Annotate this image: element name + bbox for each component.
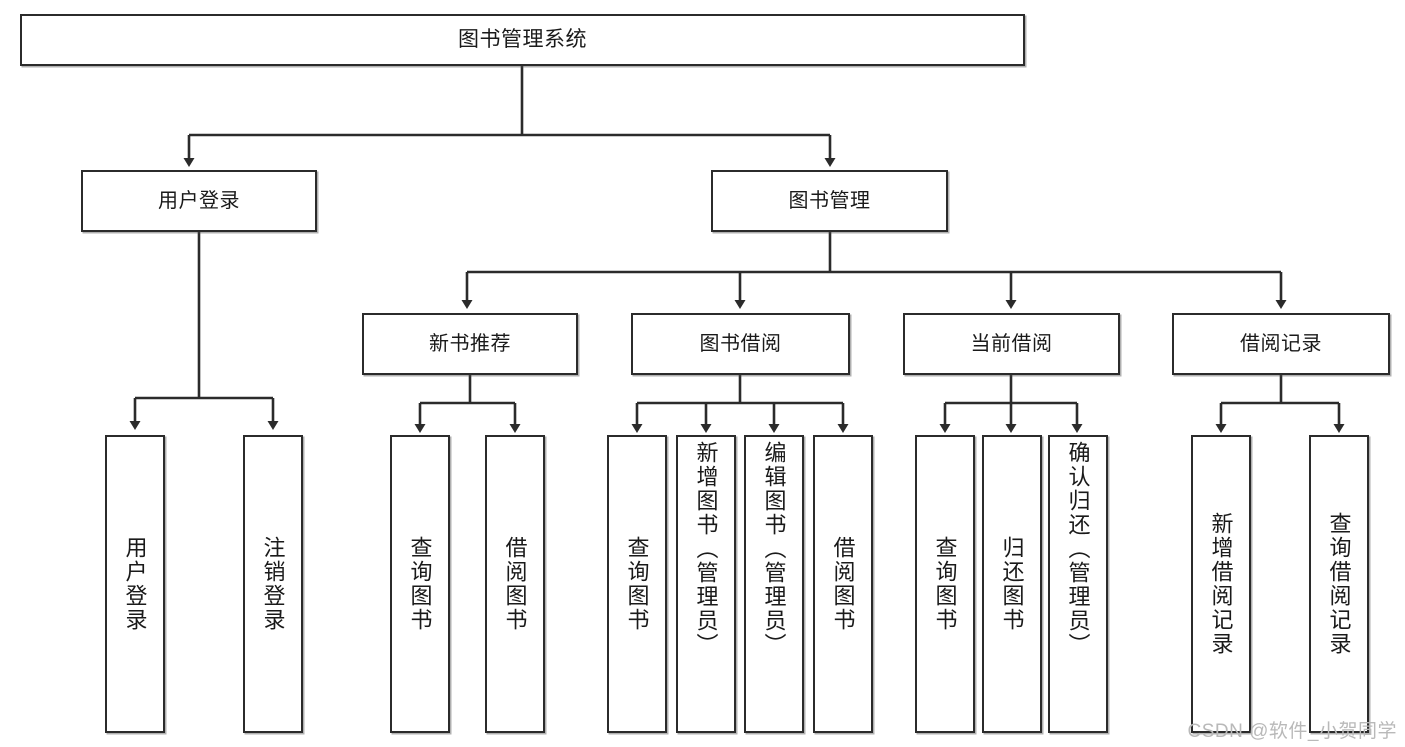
- node-label: 新增图书（管理员）: [693, 441, 719, 657]
- node-label: 借阅记录: [1240, 332, 1322, 355]
- node-label: 借阅图书: [830, 536, 856, 632]
- node-leaf-rec-query-book[interactable]: 查询图书: [390, 435, 450, 733]
- node-leaf-user-logout[interactable]: 注销登录: [243, 435, 303, 733]
- node-book-manage[interactable]: 图书管理: [711, 170, 948, 232]
- node-leaf-cur-confirm-return[interactable]: 确认归还（管理员）: [1048, 435, 1108, 733]
- node-new-book-recommend[interactable]: 新书推荐: [362, 313, 578, 375]
- node-leaf-user-login[interactable]: 用户登录: [105, 435, 165, 733]
- node-leaf-record-add[interactable]: 新增借阅记录: [1191, 435, 1251, 733]
- node-label: 确认归还（管理员）: [1065, 441, 1091, 657]
- node-label: 注销登录: [260, 536, 286, 632]
- node-label: 归还图书: [999, 536, 1025, 632]
- node-leaf-record-query[interactable]: 查询借阅记录: [1309, 435, 1369, 733]
- node-label: 查询图书: [407, 536, 433, 632]
- node-book-borrow[interactable]: 图书借阅: [631, 313, 850, 375]
- node-label: 图书管理系统: [458, 27, 587, 51]
- node-label: 借阅图书: [502, 536, 528, 632]
- node-leaf-borrow-borrow-book[interactable]: 借阅图书: [813, 435, 873, 733]
- node-label: 查询图书: [932, 536, 958, 632]
- node-label: 图书管理: [788, 189, 871, 212]
- node-label: 新书推荐: [429, 332, 511, 355]
- node-leaf-cur-return-book[interactable]: 归还图书: [982, 435, 1042, 733]
- node-current-borrow[interactable]: 当前借阅: [903, 313, 1120, 375]
- node-label: 查询图书: [624, 536, 650, 632]
- node-leaf-cur-query-book[interactable]: 查询图书: [915, 435, 975, 733]
- node-label: 图书借阅: [699, 332, 782, 355]
- node-label: 用户登录: [158, 189, 240, 212]
- node-leaf-borrow-query-book[interactable]: 查询图书: [607, 435, 667, 733]
- watermark-text: CSDN @软件_小贺同学: [1187, 721, 1397, 742]
- node-label: 用户登录: [122, 536, 148, 632]
- node-label: 当前借阅: [970, 332, 1053, 355]
- node-label: 编辑图书（管理员）: [761, 441, 787, 657]
- node-root-book-management-system[interactable]: 图书管理系统: [20, 14, 1025, 66]
- node-leaf-borrow-edit-book[interactable]: 编辑图书（管理员）: [744, 435, 804, 733]
- node-leaf-borrow-add-book[interactable]: 新增图书（管理员）: [676, 435, 736, 733]
- node-user-login[interactable]: 用户登录: [81, 170, 317, 232]
- node-label: 新增借阅记录: [1208, 512, 1234, 656]
- node-label: 查询借阅记录: [1326, 512, 1352, 656]
- node-borrow-record[interactable]: 借阅记录: [1172, 313, 1390, 375]
- node-leaf-rec-borrow-book[interactable]: 借阅图书: [485, 435, 545, 733]
